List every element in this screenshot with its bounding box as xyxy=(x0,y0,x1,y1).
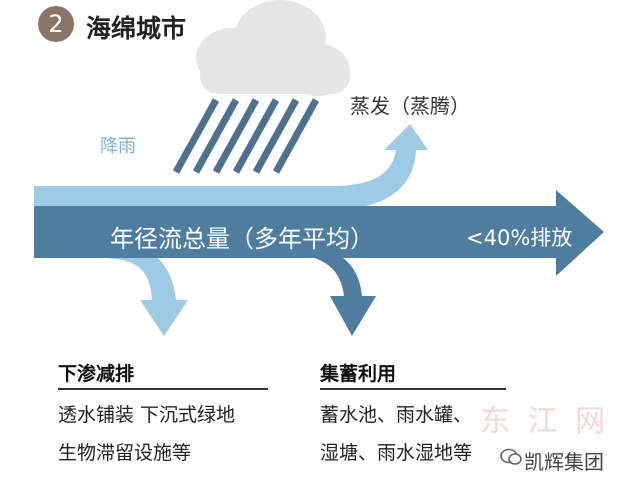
discharge-label: <40%排放 xyxy=(466,226,573,250)
section-number-badge: 2 xyxy=(38,6,74,42)
storage-heading: 集蓄利用 xyxy=(320,363,397,385)
infiltration-divider xyxy=(58,388,268,390)
storage-item: 湿塘、雨水湿地等 xyxy=(320,442,473,464)
section-title: 海绵城市 xyxy=(86,14,187,43)
infiltration-item: 生物滞留设施等 xyxy=(58,442,192,464)
main-flow-label: 年径流总量（多年平均） xyxy=(110,225,374,253)
watermark: 东 江 网 xyxy=(480,404,610,439)
brand-name: 凯辉集团 xyxy=(524,450,604,474)
infiltration-arrow xyxy=(34,240,188,336)
infiltration-heading: 下渗减排 xyxy=(58,363,135,385)
storage-arrow xyxy=(270,242,376,336)
evaporation-label: 蒸发（蒸腾） xyxy=(350,94,470,118)
wechat-icon xyxy=(500,448,522,465)
storage-divider xyxy=(320,388,506,390)
infiltration-item: 透水铺装 下沉式绿地 xyxy=(58,404,236,426)
cloud-icon xyxy=(196,0,350,96)
rain-label: 降雨 xyxy=(100,136,136,157)
rain-icon xyxy=(172,98,320,174)
main-runoff-arrow xyxy=(34,190,604,276)
storage-item: 蓄水池、雨水罐、 xyxy=(320,404,473,426)
evaporation-arrow xyxy=(34,124,428,210)
